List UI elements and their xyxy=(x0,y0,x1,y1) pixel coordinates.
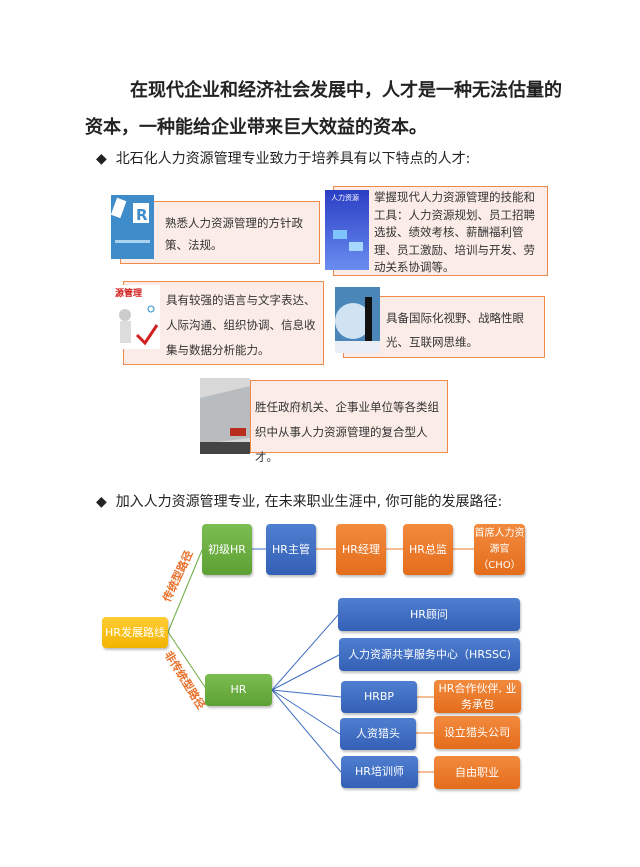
node-hr-supervisor: HR主管 xyxy=(266,524,316,575)
talent-image: 源管理 xyxy=(115,285,160,349)
node-headhunter: 人资猎头 xyxy=(340,718,416,750)
node-hrssc: 人力资源共享服务中心（HRSSC) xyxy=(339,638,520,671)
svg-text:人力资源: 人力资源 xyxy=(331,193,359,202)
connector xyxy=(271,689,342,773)
globe-businessman-image xyxy=(335,287,380,353)
card-text: 胜任政府机关、企事业单位等各类组织中从事人力资源管理的复合型人才。 xyxy=(255,400,439,464)
node-hr-consultant: HR顾问 xyxy=(338,598,520,631)
svg-text:R: R xyxy=(136,206,148,224)
card-text: 具有较强的语言与文字表达、人际沟通、组织协调、信息收集与数据分析能力。 xyxy=(166,293,316,357)
diamond-bullet-icon: ◆ xyxy=(96,151,107,167)
connector xyxy=(271,654,340,691)
hr-book-image: 人力资源 xyxy=(325,190,369,270)
intro-line-2: 资本，一种能给企业带来巨大效益的资本。 xyxy=(85,117,427,138)
bullet-2-text: 加入人力资源管理专业, 在未来职业生涯中, 你可能的发展路径: xyxy=(115,494,503,510)
node-hr-partner: HR合作伙伴, 业务承包 xyxy=(434,680,521,713)
node-hr-manager: HR经理 xyxy=(336,524,386,575)
bullet-1-text: 北石化人力资源管理专业致力于培养具有以下特点的人才: xyxy=(115,151,471,167)
connector xyxy=(271,689,341,735)
card-text: 熟悉人力资源管理的方针政策、法规。 xyxy=(165,216,303,252)
node-hr-director: HR总监 xyxy=(403,524,453,575)
node-cho: 首席人力资源官（CHO） xyxy=(474,524,525,575)
bullet-1: ◆ 北石化人力资源管理专业致力于培养具有以下特点的人才: xyxy=(96,148,470,168)
intro-line-1: 在现代企业和经济社会发展中，人才是一种无法估量的 xyxy=(130,80,562,101)
node-junior-hr: 初级HR xyxy=(202,524,252,575)
card-text: 具备国际化视野、战略性眼光、互联网思维。 xyxy=(386,311,524,349)
diamond-bullet-icon: ◆ xyxy=(96,494,107,510)
node-freelance: 自由职业 xyxy=(434,756,520,789)
connector xyxy=(271,614,339,691)
card-composite: 胜任政府机关、企事业单位等各类组织中从事人力资源管理的复合型人才。 xyxy=(250,380,448,464)
svg-text:源管理: 源管理 xyxy=(115,287,142,299)
hr-r-image: R xyxy=(111,195,154,259)
connector xyxy=(271,689,342,698)
card-text: 掌握现代人力资源管理的技能和工具：人力资源规划、员工招聘选拔、绩效考核、薪酬福利… xyxy=(374,190,535,274)
node-hrbp: HRBP xyxy=(341,681,417,713)
building-image xyxy=(200,378,250,454)
node-hr: HR xyxy=(205,674,272,706)
bullet-2: ◆ 加入人力资源管理专业, 在未来职业生涯中, 你可能的发展路径: xyxy=(96,491,502,511)
connector xyxy=(167,631,208,691)
node-headhunting-company: 设立猎头公司 xyxy=(434,716,520,749)
connector xyxy=(167,549,203,633)
node-hr-path-root: HR发展路线 xyxy=(102,617,168,648)
node-hr-trainer: HR培训师 xyxy=(341,756,418,788)
